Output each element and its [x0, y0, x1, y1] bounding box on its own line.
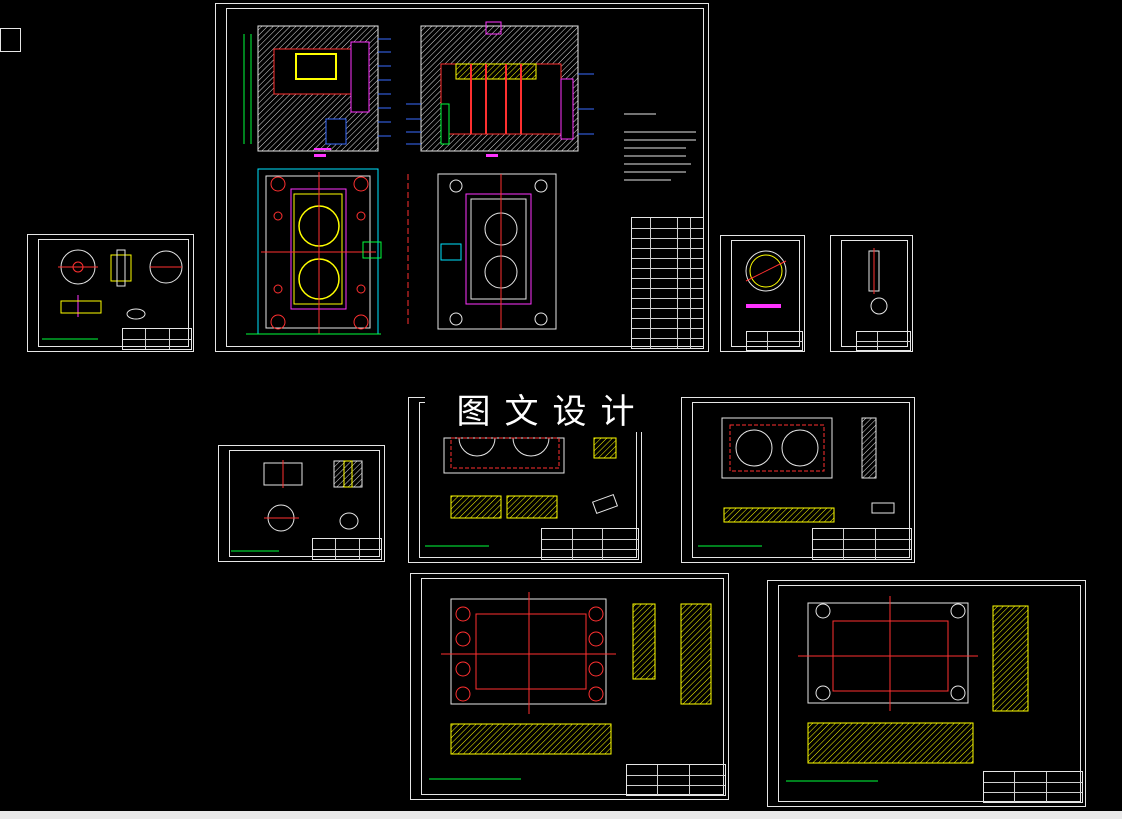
part-drawing-4	[218, 445, 385, 562]
sheet-inner-frame	[226, 8, 704, 347]
part-drawing-2	[720, 235, 805, 352]
title-block	[983, 771, 1083, 803]
main-assembly-drawing	[215, 3, 709, 352]
right-plan-outline	[437, 173, 557, 330]
part-drawing-1	[27, 234, 194, 352]
fixed-plate-drawing	[767, 580, 1086, 807]
part-drawing-3	[830, 235, 913, 352]
moving-plate-drawing	[410, 573, 729, 800]
corner-marker	[0, 28, 21, 52]
sheet-inner-frame	[778, 585, 1081, 802]
sheet-inner-frame	[731, 240, 800, 347]
sheet-inner-frame	[421, 578, 724, 795]
main-assembly-svg	[243, 21, 696, 335]
sheet-inner-frame	[841, 240, 908, 347]
status-bar-strip	[0, 811, 1122, 819]
parts-list-table	[631, 217, 704, 349]
title-block	[856, 331, 911, 351]
title-block	[312, 538, 382, 560]
watermark-text: 图文设计	[425, 392, 680, 432]
title-block	[541, 528, 639, 560]
sheet-inner-frame	[38, 239, 189, 347]
title-block	[626, 764, 726, 796]
sheet-inner-frame	[692, 402, 910, 558]
title-block	[122, 328, 192, 350]
sheet-inner-frame	[229, 450, 380, 557]
core-plate-drawing	[681, 397, 915, 563]
title-block	[746, 331, 803, 351]
title-block	[812, 528, 912, 560]
